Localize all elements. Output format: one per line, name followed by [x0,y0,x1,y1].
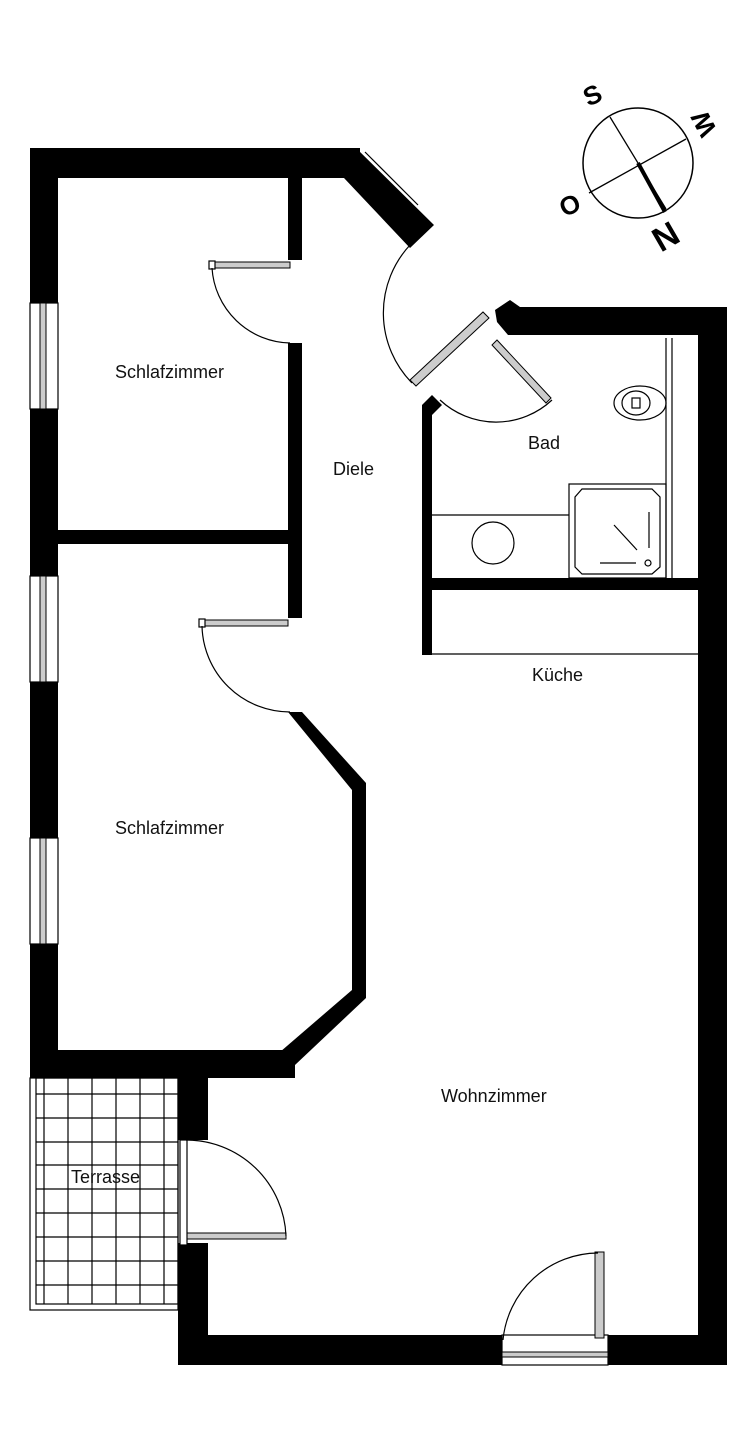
room-label-diele: Diele [333,459,375,479]
windows [29,151,609,1366]
room-label-schlafzimmer-1: Schlafzimmer [115,362,225,382]
room-label-schlafzimmer-2: Schlafzimmer [115,818,225,838]
shower-icon [574,488,661,575]
interior-walls [30,148,702,1065]
room-label-bad: Bad [528,433,561,453]
washbasin-icon [471,521,515,565]
bathroom-fixtures [432,338,673,579]
room-label-terrasse: Terrasse [71,1167,141,1187]
terrace-grid [29,1077,179,1311]
compass-icon [582,107,694,219]
room-label-kueche: Küche [532,665,584,685]
doors [179,244,605,1341]
room-label-wohnzimmer: Wohnzimmer [441,1086,547,1106]
toilet-icon [613,385,667,421]
